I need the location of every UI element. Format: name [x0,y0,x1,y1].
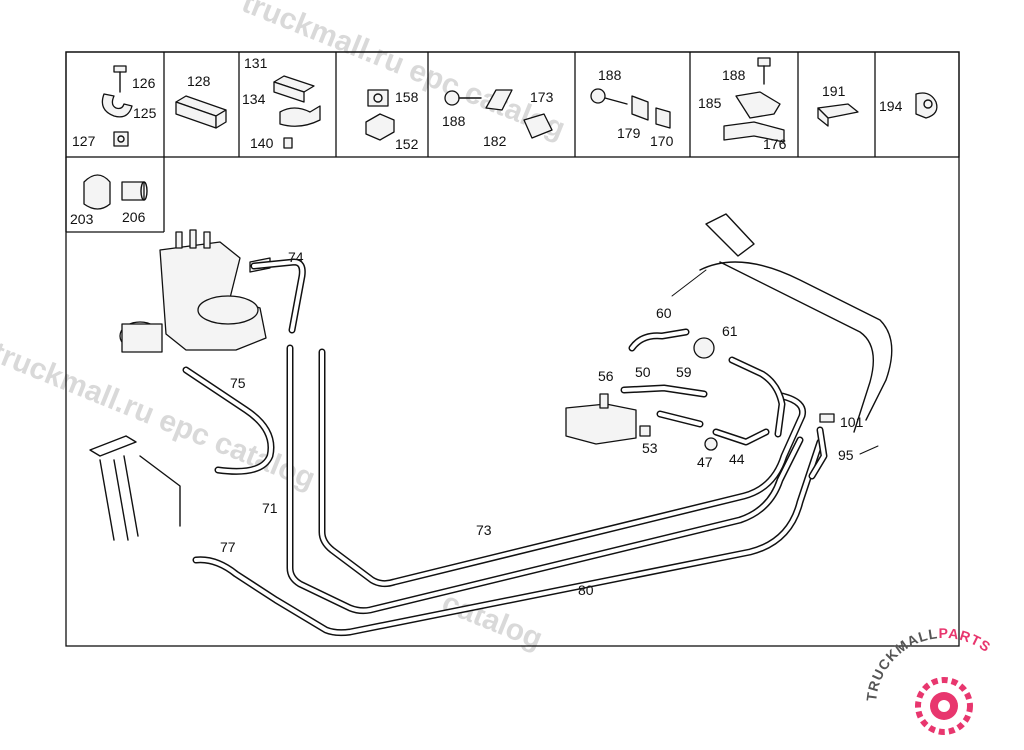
cell-188-185-176: 188 185 176 [698,57,787,152]
label-203: 203 [70,211,94,227]
callout-47: 47 [697,454,713,470]
callout-95: 95 [838,447,854,463]
pipe-71 [286,344,804,615]
callout-59: 59 [676,364,692,380]
label-158: 158 [395,89,419,105]
cell-194: 194 [879,92,938,119]
label-176: 176 [763,136,787,152]
diagram-frame [65,51,960,647]
engine-assembly [119,229,271,353]
callout-60: 60 [656,305,672,321]
cell-131-134-140: 131 134 140 [242,55,321,151]
callout-71: 71 [262,500,278,516]
pipe-75 [182,366,275,475]
label-179: 179 [617,125,641,141]
label-206: 206 [122,209,146,225]
cell-126-125-127: 126 125 127 [72,65,157,149]
label-128: 128 [187,73,211,89]
label-125: 125 [133,105,157,121]
cell-188-179-170: 188 179 170 [590,67,674,149]
label-182: 182 [483,133,507,149]
filter-components [565,328,835,451]
callouts: 74 75 71 77 73 80 60 61 56 50 59 53 47 4… [220,249,864,598]
label-173: 173 [530,89,554,105]
label-188: 188 [442,113,466,129]
label-188-b: 188 [598,67,622,83]
truckmall-parts-logo: TRUCKMALLPARTS [863,625,994,735]
watermark-text-b: truckmall.ru epc catalog [0,336,320,496]
label-134: 134 [242,91,266,107]
hose-95 [808,426,828,480]
callout-101: 101 [840,414,864,430]
pipe-74 [250,258,306,334]
label-140: 140 [250,135,274,151]
cell-203-206: 203 206 [70,174,148,227]
label-152: 152 [395,136,419,152]
brand-name-left: TRUCKMALL [863,625,939,702]
callout-73: 73 [476,522,492,538]
cell-158-152: 158 152 [365,89,419,152]
leader-lines [671,269,879,455]
cell-173-188-182: 173 188 182 [442,89,554,149]
callout-77: 77 [220,539,236,555]
label-170: 170 [650,133,674,149]
pipe-77-80 [192,438,824,637]
cell-191: 191 [817,83,859,127]
label-188-c: 188 [722,67,746,83]
callout-74: 74 [288,249,304,265]
callout-50: 50 [635,364,651,380]
callout-75: 75 [230,375,246,391]
svg-text:TRUCKMALLPARTS: TRUCKMALLPARTS [863,625,994,702]
callout-61: 61 [722,323,738,339]
label-126: 126 [132,75,156,91]
callout-44: 44 [729,451,745,467]
label-194: 194 [879,98,903,114]
label-127: 127 [72,133,96,149]
brand-name-right: PARTS [938,625,994,655]
pipe-73 [318,348,807,588]
label-185: 185 [698,95,722,111]
callout-56: 56 [598,368,614,384]
callout-53: 53 [642,440,658,456]
cell-128: 128 [175,73,227,129]
label-191: 191 [822,83,846,99]
label-131: 131 [244,55,268,71]
lower-left-assembly [89,435,181,541]
callout-80: 80 [578,582,594,598]
tank-assembly [699,213,893,433]
